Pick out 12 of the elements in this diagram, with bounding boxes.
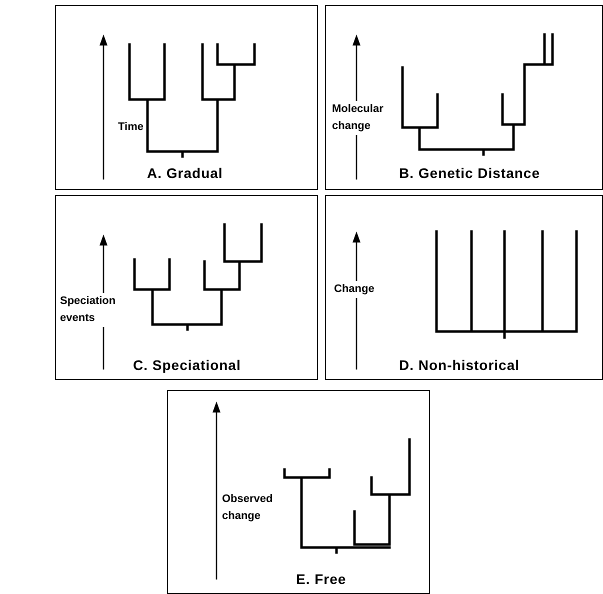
panel-caption: C. Speciational: [133, 357, 241, 373]
panel-caption: E. Free: [296, 571, 346, 587]
panel-caption: D. Non-historical: [399, 357, 520, 373]
panel-caption: B. Genetic Distance: [399, 165, 540, 181]
axis-label: Speciation events: [59, 293, 117, 327]
panel-frame: [55, 195, 318, 380]
panel-frame: [325, 5, 603, 190]
panel-frame: [325, 195, 603, 380]
axis-label: Change: [333, 281, 376, 298]
panel-frame: [55, 5, 318, 190]
panel-caption: A. Gradual: [147, 165, 223, 181]
panel-frame: [167, 390, 430, 594]
